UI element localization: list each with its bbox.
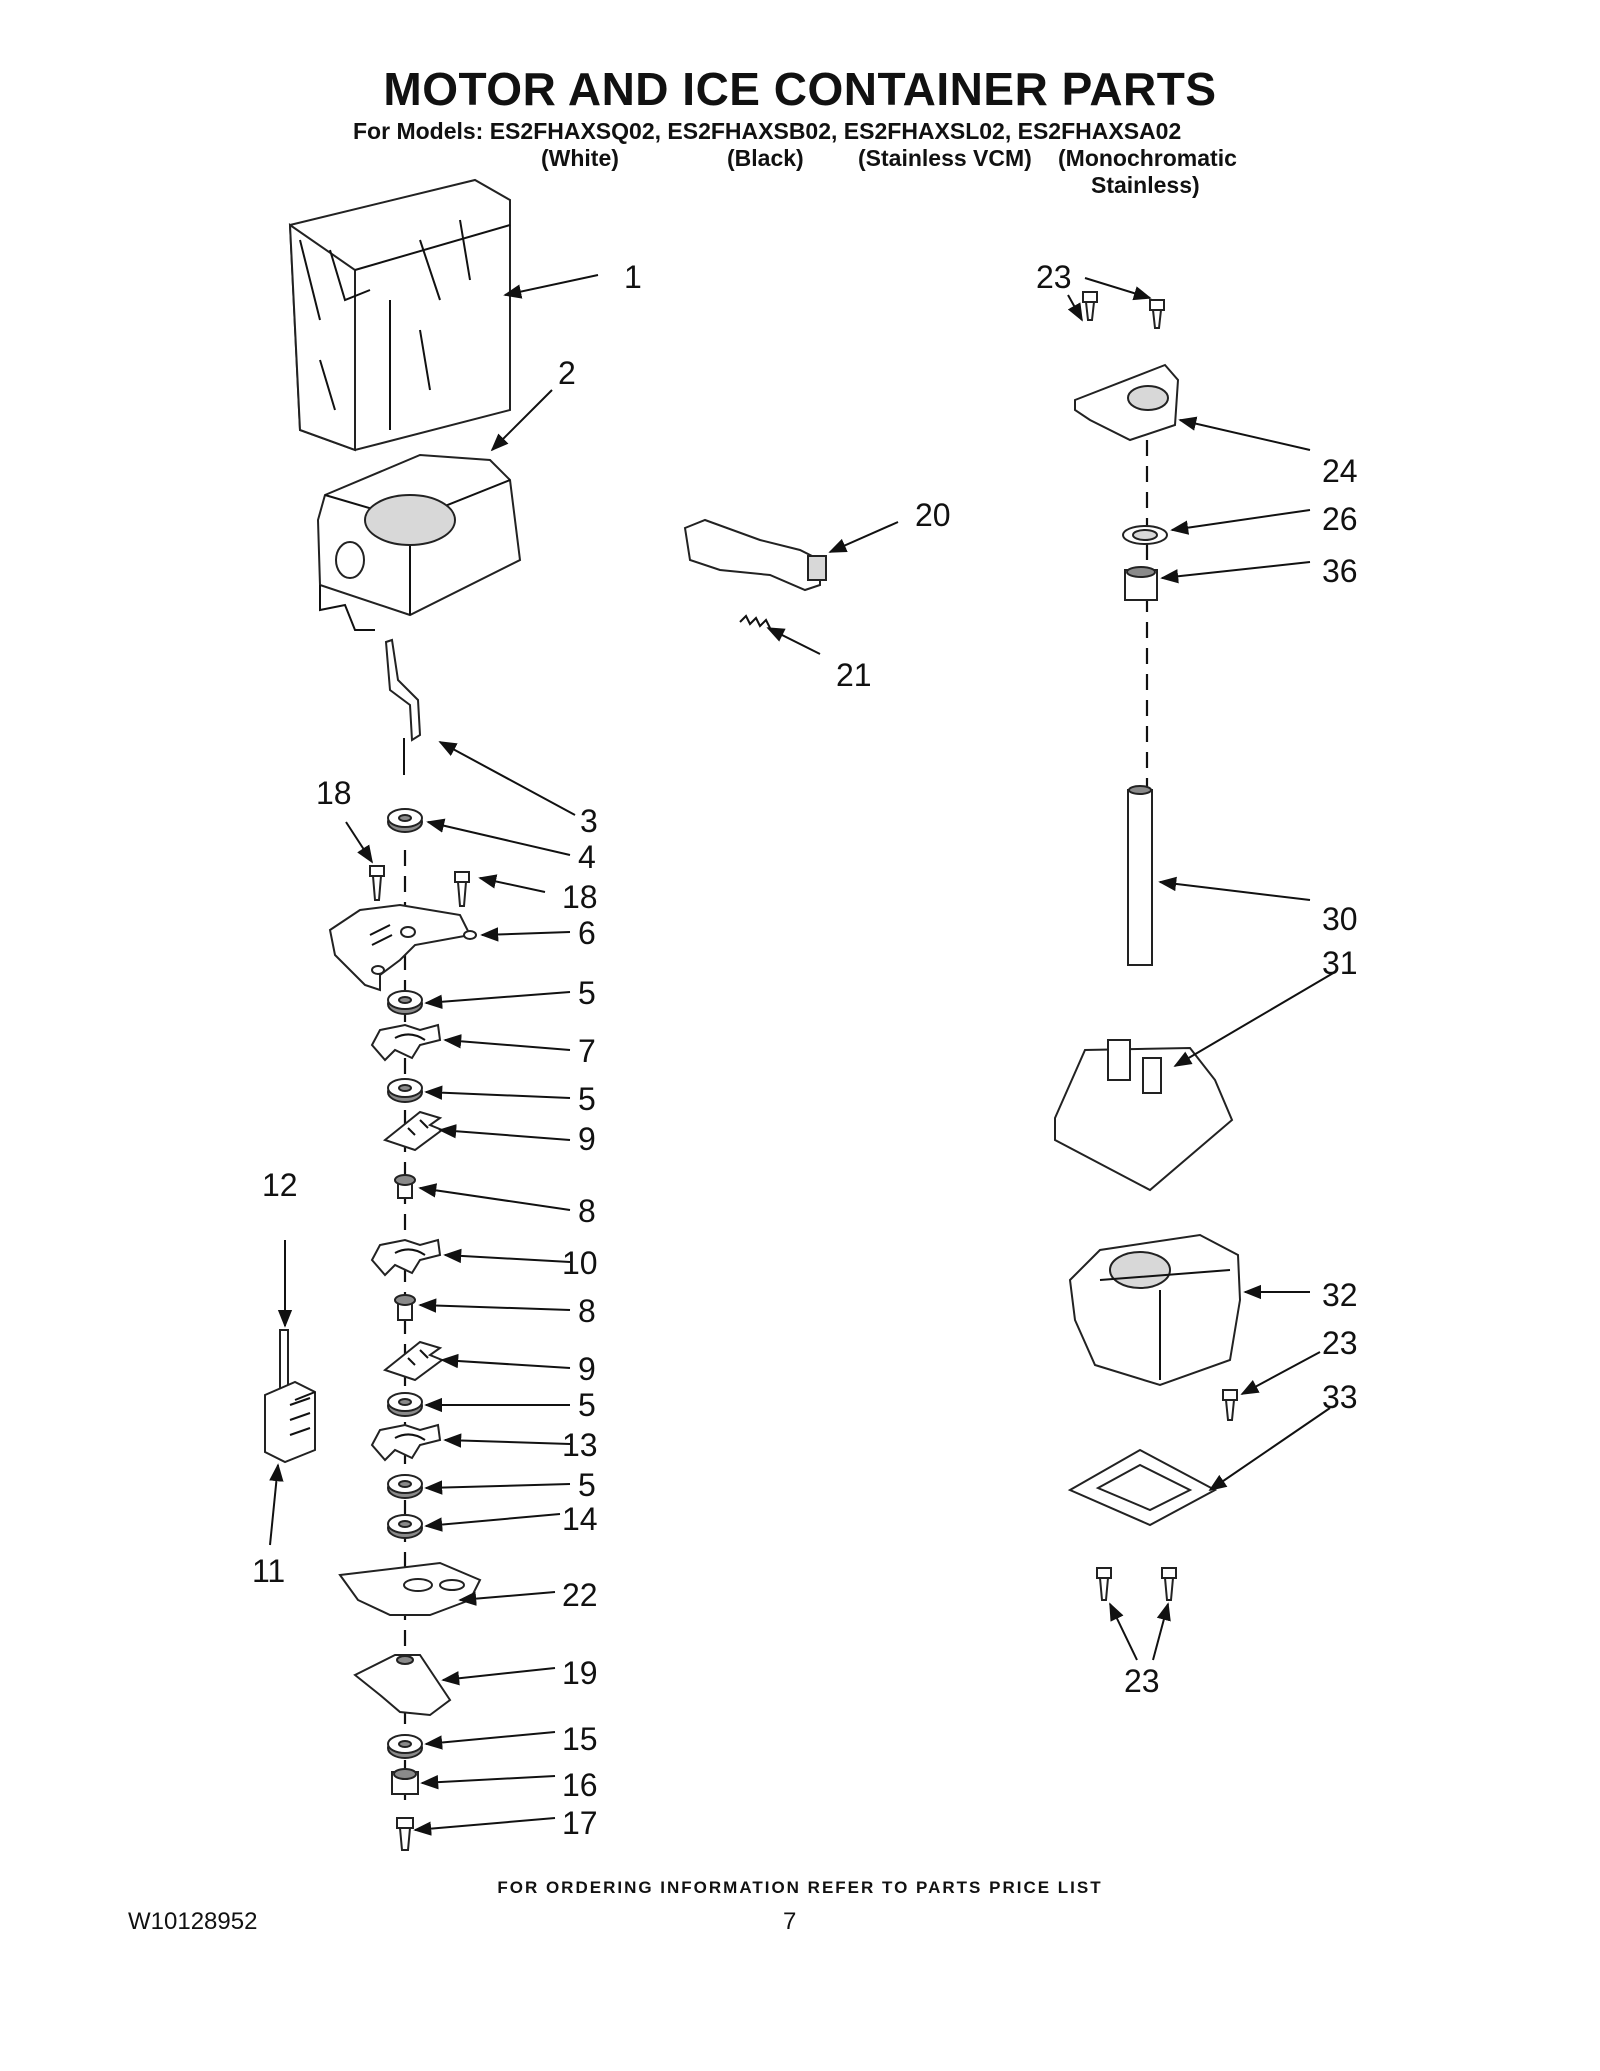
part-23-screw-bottom-right bbox=[1161, 1567, 1177, 1601]
callout-21: 21 bbox=[836, 657, 872, 693]
callout-8-a: 8 bbox=[578, 1193, 596, 1229]
part-8-spacer-b bbox=[394, 1294, 416, 1321]
page-number: 7 bbox=[783, 1908, 797, 1935]
part-9-blade-b bbox=[382, 1340, 445, 1382]
part-5-washer-c bbox=[387, 1392, 423, 1417]
callout-12: 12 bbox=[262, 1167, 298, 1203]
callout-9-a: 9 bbox=[578, 1121, 596, 1157]
part-3-rod bbox=[384, 638, 422, 775]
part-18-screw-left bbox=[369, 865, 385, 901]
part-6-plate bbox=[328, 903, 477, 992]
callout-5-a: 5 bbox=[578, 975, 596, 1011]
part-14-washer bbox=[387, 1514, 423, 1539]
model-color-stainless: Stainless) bbox=[1091, 172, 1200, 198]
callout-9-b: 9 bbox=[578, 1351, 596, 1387]
part-16-nut bbox=[391, 1768, 419, 1795]
part-15-washer bbox=[387, 1734, 423, 1759]
page-title: MOTOR AND ICE CONTAINER PARTS bbox=[383, 63, 1217, 115]
part-32-motor bbox=[1068, 1233, 1242, 1387]
part-5-washer-b bbox=[387, 1078, 423, 1103]
callout-3: 3 bbox=[580, 803, 598, 839]
part-9-blade-a bbox=[382, 1110, 445, 1152]
callout-26: 26 bbox=[1322, 501, 1358, 537]
part-23-screw-top-right bbox=[1149, 299, 1165, 329]
part-36-bushing bbox=[1124, 566, 1158, 601]
part-23-screw-mid bbox=[1222, 1389, 1238, 1421]
callout-1: 1 bbox=[624, 259, 642, 295]
callout-11: 11 bbox=[252, 1553, 285, 1589]
part-19-paddle bbox=[353, 1654, 452, 1717]
callout-23-bottom: 23 bbox=[1124, 1663, 1160, 1699]
part-8-spacer-a bbox=[394, 1174, 416, 1199]
callout-36: 36 bbox=[1322, 553, 1358, 589]
callout-2: 2 bbox=[558, 355, 576, 391]
part-21-spring bbox=[739, 614, 771, 629]
callout-24: 24 bbox=[1322, 453, 1358, 489]
part-4-washer bbox=[387, 808, 423, 833]
callout-22: 22 bbox=[562, 1577, 598, 1613]
model-color-white: (White) bbox=[541, 145, 619, 171]
part-18-screw-right bbox=[454, 871, 470, 907]
callout-18-right: 18 bbox=[562, 879, 598, 915]
part-24-mount bbox=[1074, 363, 1180, 442]
callout-5-d: 5 bbox=[578, 1467, 596, 1503]
part-33-gasket bbox=[1067, 1448, 1218, 1527]
callout-8-b: 8 bbox=[578, 1293, 596, 1329]
part-2-auger-housing bbox=[316, 453, 522, 631]
callout-31: 31 bbox=[1322, 945, 1358, 981]
callout-20: 20 bbox=[915, 497, 951, 533]
callout-32: 32 bbox=[1322, 1277, 1358, 1313]
callout-7: 7 bbox=[578, 1033, 596, 1069]
leader-lines bbox=[269, 274, 1336, 1836]
callout-15: 15 bbox=[562, 1721, 598, 1757]
callout-23-mid: 23 bbox=[1322, 1325, 1358, 1361]
part-5-washer-d bbox=[387, 1474, 423, 1499]
part-10-blade bbox=[370, 1238, 442, 1277]
models-line: For Models: ES2FHAXSQ02, ES2FHAXSB02, ES… bbox=[353, 118, 1182, 144]
callout-16: 16 bbox=[562, 1767, 598, 1803]
part-22-disc bbox=[338, 1561, 482, 1616]
callout-19: 19 bbox=[562, 1655, 598, 1691]
callout-17: 17 bbox=[562, 1805, 598, 1841]
part-23-screw-bottom-left bbox=[1096, 1567, 1112, 1601]
part-13-blade bbox=[370, 1423, 442, 1462]
callout-18-left: 18 bbox=[316, 775, 352, 811]
part-7-blade bbox=[370, 1023, 442, 1062]
callout-33: 33 bbox=[1322, 1379, 1358, 1415]
part-20-bracket bbox=[683, 518, 827, 592]
part-30-shaft bbox=[1127, 785, 1153, 966]
callout-labels: 1 2 3 4 18 18 6 5 7 5 9 12 8 10 8 9 5 13… bbox=[252, 259, 1358, 1841]
part-23-screw-top-left bbox=[1082, 291, 1098, 321]
model-color-stainless-vcm: (Stainless VCM) bbox=[858, 145, 1032, 171]
part-5-washer-a bbox=[387, 990, 423, 1015]
part-31-cover bbox=[1054, 1039, 1234, 1192]
callout-5-c: 5 bbox=[578, 1387, 596, 1423]
document-id: W10128952 bbox=[128, 1908, 258, 1935]
callout-13: 13 bbox=[562, 1427, 598, 1463]
callout-4: 4 bbox=[578, 839, 596, 875]
callout-14: 14 bbox=[562, 1501, 598, 1537]
model-color-monochromatic: (Monochromatic bbox=[1058, 145, 1237, 171]
part-17-screw bbox=[396, 1817, 414, 1851]
model-color-black: (Black) bbox=[727, 145, 804, 171]
part-11-block bbox=[264, 1380, 316, 1464]
callout-6: 6 bbox=[578, 915, 596, 951]
callout-10: 10 bbox=[562, 1245, 598, 1281]
part-26-washer bbox=[1122, 525, 1168, 545]
callout-5-b: 5 bbox=[578, 1081, 596, 1117]
ordering-note: FOR ORDERING INFORMATION REFER TO PARTS … bbox=[497, 1878, 1103, 1897]
callout-23-top: 23 bbox=[1036, 259, 1072, 295]
part-1-ice-container bbox=[288, 178, 511, 452]
callout-30: 30 bbox=[1322, 901, 1358, 937]
